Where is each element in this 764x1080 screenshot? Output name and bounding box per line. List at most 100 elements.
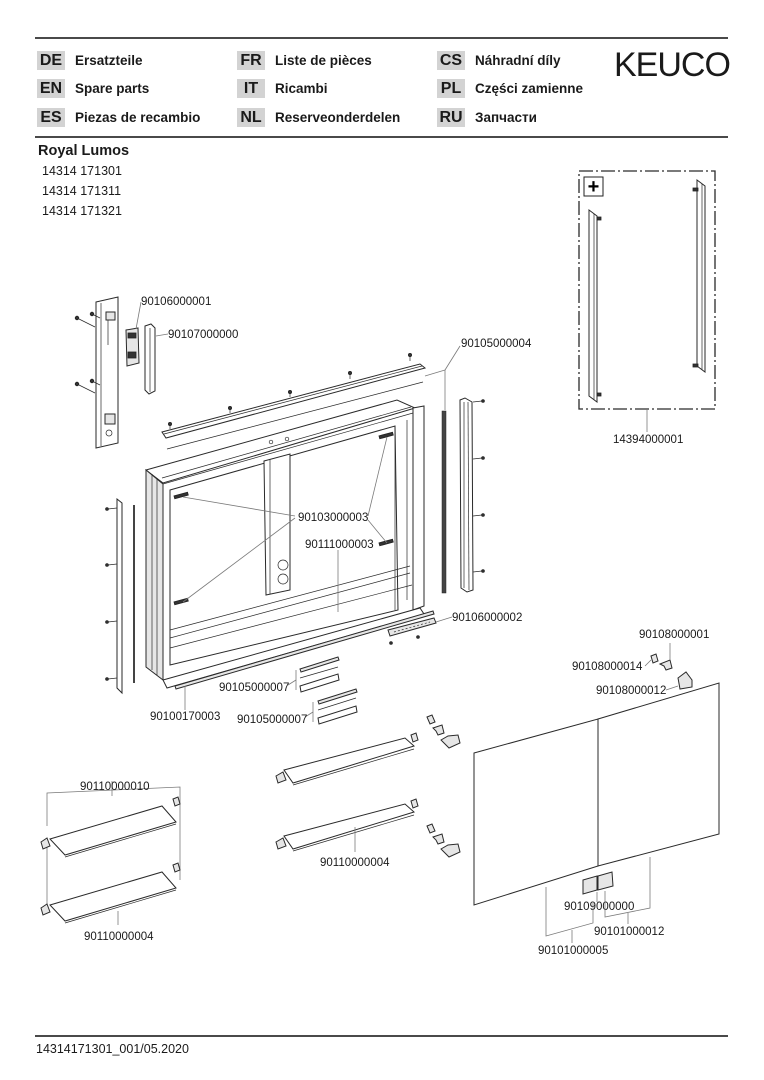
part-number-label: 90105000007: [219, 682, 289, 694]
screw-icon: [472, 399, 485, 573]
part-number-label: 90107000000: [168, 329, 238, 341]
lang-label: Spare parts: [75, 81, 150, 96]
lang-code: CS: [437, 51, 465, 70]
hinge-cap: [677, 671, 693, 690]
part-number-label: 90110000004: [320, 857, 390, 869]
lang-row-cs: CS Náhradní díly: [437, 51, 561, 70]
cabinet-body: 90103000003 90111000003: [144, 399, 425, 689]
part-number-label: 90101000012: [594, 926, 664, 938]
screw-icon: [74, 311, 101, 394]
article-number: 14314 171311: [42, 184, 122, 198]
shelves-middle: 90110000004: [275, 732, 419, 869]
bottom-strip: 90100170003: [150, 610, 435, 723]
footer-rule: [35, 1035, 728, 1037]
door-right: [597, 682, 720, 867]
brand-logo: KEUCO: [614, 46, 731, 84]
profile-strip: [299, 656, 340, 673]
optional-accessory-box: + 14394000001: [578, 170, 716, 446]
part-number-label: 90110000004: [84, 931, 154, 943]
part-number-label: 90110000010: [80, 781, 150, 793]
lang-code: EN: [37, 79, 65, 98]
shelf-support: [410, 732, 419, 743]
part-number-label: 90100170003: [150, 711, 220, 723]
lang-row-de: DE Ersatzteile: [37, 51, 143, 70]
lang-code: PL: [437, 79, 465, 98]
profile-strip: [317, 705, 358, 725]
part-number-label: 14394000001: [613, 434, 683, 446]
profile-set-a: 90105000007: [219, 656, 340, 694]
shelves-left: 90110000010 90110000004: [40, 781, 181, 943]
hinge-mount: [173, 491, 189, 500]
socket-icon: [277, 559, 289, 571]
lang-label: Náhradní díly: [475, 53, 561, 68]
document-id: 14314171301_001/05.2020: [36, 1042, 189, 1056]
shelf: [49, 871, 177, 922]
lang-code: DE: [37, 51, 65, 70]
lang-label: Liste de pièces: [275, 53, 372, 68]
lang-code: NL: [237, 108, 265, 127]
side-panel: [95, 296, 119, 449]
screw-icon: [105, 507, 118, 681]
lang-row-it: IT Ricambi: [237, 79, 328, 98]
shelf-support: [40, 903, 51, 916]
lang-code: IT: [237, 79, 265, 98]
cabinet-right-side: [412, 405, 425, 611]
top-strip: [161, 352, 427, 450]
lang-label: Części zamienne: [475, 81, 584, 96]
socket-icon: [277, 573, 289, 585]
handle-left: [588, 209, 598, 403]
part-number-label: 90108000012: [596, 685, 666, 697]
seal-strip: [133, 505, 135, 683]
hinge-pad: [650, 653, 659, 664]
top-cover-strip: [161, 363, 427, 439]
part-number-label: 90103000003: [298, 512, 368, 524]
left-side-parts: [105, 497, 135, 695]
door-hinge-assembly: [426, 714, 461, 858]
door-left: [473, 718, 599, 906]
part-number-label: 90108000001: [639, 629, 709, 641]
part-number-label: 90108000014: [572, 661, 643, 673]
lang-row-pl: PL Części zamienne: [437, 79, 583, 98]
door-handle: [582, 875, 598, 895]
side-profile: [116, 497, 123, 695]
lang-code: RU: [437, 108, 465, 127]
shelf-support: [410, 798, 419, 809]
lang-row-nl: NL Reserveonderdelen: [237, 108, 400, 127]
shelf-support: [172, 796, 181, 807]
optional-badge-frame: [583, 176, 604, 197]
part-number-label: 90106000001: [141, 296, 211, 308]
lang-label: Reserveonderdelen: [275, 110, 401, 125]
lang-label: Ricambi: [275, 81, 328, 96]
article-number: 14314 171301: [42, 164, 122, 178]
lang-label: Запчасти: [475, 110, 537, 125]
shelf-support: [275, 771, 287, 784]
part-number-label: 90101000005: [538, 945, 608, 957]
seal-strip: [441, 410, 447, 594]
part-number-label: 90109000000: [564, 901, 634, 913]
switch-bar-part: [387, 617, 437, 637]
lang-label: Ersatzteile: [75, 53, 143, 68]
lang-code: ES: [37, 108, 65, 127]
part-number-label: 90105000004: [461, 338, 532, 350]
shelf: [283, 803, 415, 850]
shelf-support: [172, 862, 181, 873]
profile-strip: [299, 673, 340, 693]
door-handle: [597, 871, 614, 891]
part-number-label: 90106000002: [452, 612, 522, 624]
lang-row-ru: RU Запчасти: [437, 108, 537, 127]
side-profile: [459, 397, 474, 593]
profile-set-b: 90105000007: [237, 688, 358, 726]
header-bottom-rule: [35, 136, 728, 138]
lang-code: FR: [237, 51, 265, 70]
lang-label: Piezas de recambio: [75, 110, 201, 125]
product-name: Royal Lumos: [38, 143, 130, 159]
top-rule: [35, 37, 728, 39]
shelf: [283, 737, 415, 784]
shelf: [49, 805, 177, 856]
cabinet-left-side: [145, 468, 164, 682]
bracket-line: [604, 857, 651, 918]
hinge-parts: 90108000014 90108000001 90108000012: [572, 629, 709, 697]
hinge-mount: [173, 597, 189, 606]
profile-strip: [317, 688, 358, 705]
